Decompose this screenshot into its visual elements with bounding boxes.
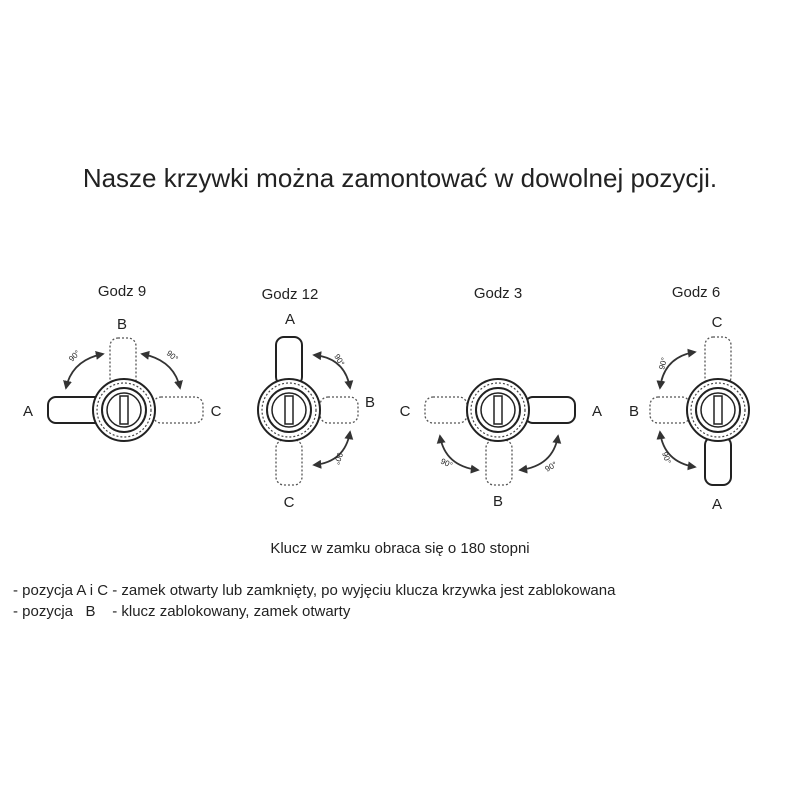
rotation-label: 90° bbox=[332, 353, 346, 368]
cam-arm-a-solid bbox=[524, 396, 576, 424]
cam-arm-b-dotted bbox=[649, 396, 691, 424]
position-label-c: C bbox=[712, 314, 723, 331]
position-label-a: A bbox=[23, 403, 33, 420]
rotation-label: 90° bbox=[657, 356, 669, 370]
note-position-b: - pozycja B - klucz zablokowany, zamek o… bbox=[13, 603, 351, 620]
cam-arm-c-dotted bbox=[704, 336, 732, 386]
rotation-arrow-icon bbox=[656, 430, 697, 471]
rotation-arrow-icon bbox=[63, 350, 105, 390]
diagram-godz-12: Godz 12 90° 90° A B C bbox=[257, 286, 375, 511]
lock-cylinder-icon bbox=[686, 378, 750, 442]
diagram-heading: Godz 12 bbox=[262, 286, 319, 303]
lock-cylinder-icon bbox=[92, 378, 156, 442]
cam-arm-c-dotted bbox=[275, 439, 303, 486]
diagram-godz-3: Godz 3 90° 90° A B C bbox=[400, 285, 602, 510]
lock-cylinder-icon bbox=[466, 378, 530, 442]
rotation-caption: Klucz w zamku obraca się o 180 stopni bbox=[270, 540, 530, 557]
cam-arm-b-dotted bbox=[319, 396, 359, 424]
rotation-label: 90° bbox=[660, 451, 673, 465]
rotation-arrow-icon bbox=[312, 430, 354, 469]
position-label-a: A bbox=[592, 403, 602, 420]
position-label-c: C bbox=[211, 403, 222, 420]
diagram-godz-6: Godz 6 90° 90° A B C bbox=[629, 284, 750, 513]
cam-arm-c-dotted bbox=[152, 396, 204, 424]
diagram-heading: Godz 3 bbox=[474, 285, 522, 302]
rotation-arrow-icon bbox=[312, 351, 354, 390]
diagram-godz-9: Godz 9 90° 90° A B C bbox=[23, 283, 222, 442]
position-label-b: B bbox=[365, 394, 375, 411]
rotation-label: 90° bbox=[332, 451, 345, 465]
rotation-label: 90° bbox=[67, 348, 82, 363]
position-label-a: A bbox=[285, 311, 295, 328]
cam-arm-a-solid bbox=[275, 336, 303, 386]
position-label-b: B bbox=[629, 403, 639, 420]
notes-list: - pozycja A i C - zamek otwarty lub zamk… bbox=[13, 580, 615, 622]
diagram-heading: Godz 6 bbox=[672, 284, 720, 301]
rotation-arrow-icon bbox=[656, 348, 697, 390]
rotation-arrow-icon bbox=[140, 350, 183, 390]
cam-arm-b-dotted bbox=[485, 439, 513, 486]
rotation-arrow-icon bbox=[518, 434, 562, 474]
rotation-label: 90° bbox=[165, 349, 180, 364]
position-label-b: B bbox=[493, 493, 503, 510]
diagram-heading: Godz 9 bbox=[98, 283, 146, 300]
cam-arm-c-dotted bbox=[424, 396, 468, 424]
lock-cylinder-icon bbox=[257, 378, 321, 442]
page-title: Nasze krzywki można zamontować w dowolne… bbox=[82, 163, 718, 193]
position-label-b: B bbox=[117, 316, 127, 333]
rotation-label: 90° bbox=[544, 460, 559, 474]
cam-arm-a-solid bbox=[704, 436, 732, 486]
rotation-arrow-icon bbox=[436, 434, 480, 474]
position-label-c: C bbox=[400, 403, 411, 420]
position-label-a: A bbox=[712, 496, 722, 513]
position-label-c: C bbox=[284, 494, 295, 511]
note-positions-a-c: - pozycja A i C - zamek otwarty lub zamk… bbox=[13, 582, 616, 599]
